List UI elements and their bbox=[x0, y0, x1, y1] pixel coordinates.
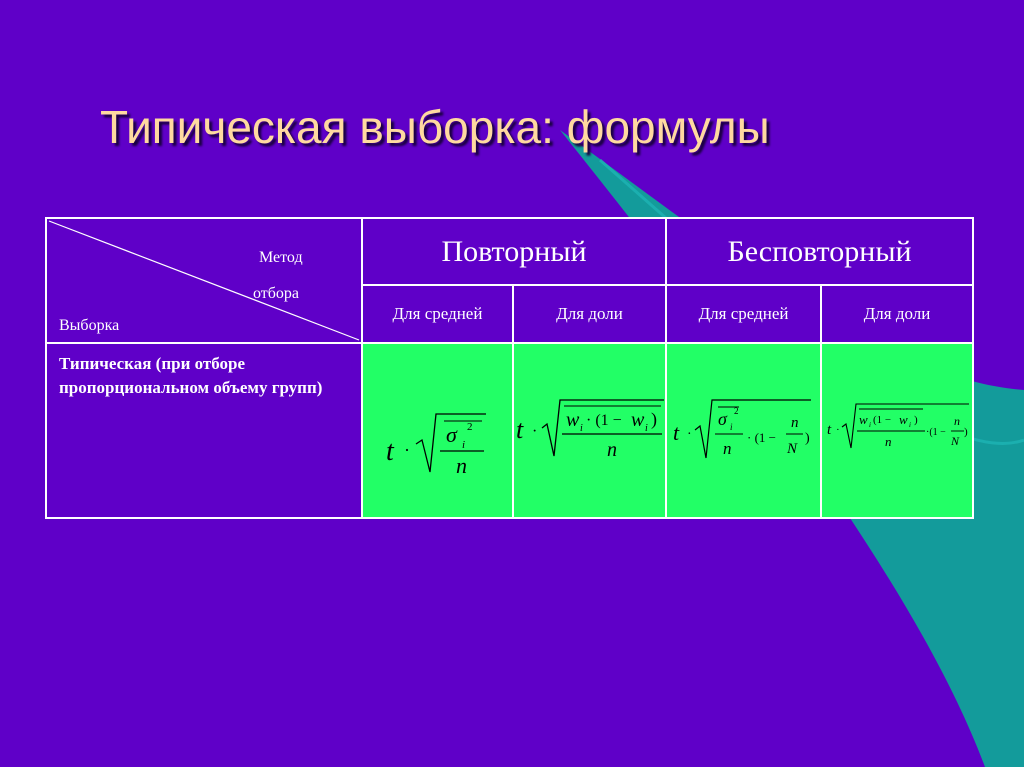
diagonal-divider bbox=[48, 220, 360, 341]
formula-repeated-mean: t · σ i 2 n bbox=[361, 342, 514, 519]
svg-text:n: n bbox=[954, 414, 960, 428]
svg-text:n: n bbox=[791, 415, 799, 431]
svg-text:· (1 −: · (1 − bbox=[747, 430, 776, 445]
svg-text:i: i bbox=[869, 421, 871, 429]
svg-text:): ) bbox=[914, 414, 918, 426]
svg-text:): ) bbox=[651, 409, 657, 430]
formula-repeated-mean-graphic: t · σ i 2 n bbox=[386, 412, 486, 478]
svg-text:t: t bbox=[673, 420, 680, 445]
svg-text:i: i bbox=[462, 439, 465, 451]
formula-nonrepeated-mean: t · σ i 2 n · (1 − n N ) bbox=[665, 342, 823, 519]
corner-header-cell: Метод отбора Выборка bbox=[45, 217, 363, 344]
svg-text:t: t bbox=[516, 415, 524, 444]
svg-text:i: i bbox=[645, 423, 648, 434]
svg-text:w: w bbox=[631, 409, 645, 431]
slide-title: Типическая выборка: формулы bbox=[100, 101, 770, 153]
svg-text:σ: σ bbox=[446, 422, 458, 447]
svg-text:N: N bbox=[786, 441, 798, 457]
svg-text:2: 2 bbox=[734, 406, 739, 416]
svg-text:·: · bbox=[532, 423, 537, 440]
svg-text:·: · bbox=[404, 440, 410, 460]
formula-repeated-share-graphic: t · w i · (1 − w i ) n bbox=[516, 398, 664, 461]
svg-text:N: N bbox=[950, 434, 960, 448]
row-label-typical: Типическая (при отборе пропорциональном … bbox=[45, 342, 363, 519]
svg-text:· (1 −: · (1 − bbox=[586, 412, 622, 429]
svg-text:n: n bbox=[456, 453, 467, 478]
svg-text:w: w bbox=[899, 412, 908, 427]
svg-text:n: n bbox=[885, 434, 892, 449]
svg-text:i: i bbox=[580, 423, 583, 434]
group-header-repeated: Повторный bbox=[360, 216, 668, 287]
corner-label-sample: Выборка bbox=[59, 317, 120, 334]
formula-nonrepeated-mean-graphic: t · σ i 2 n · (1 − n N ) bbox=[673, 398, 811, 458]
svg-text:t: t bbox=[827, 422, 832, 438]
formula-nonrepeated-share-graphic: t · w i (1 − w i ) n ·(1 − n N ) bbox=[827, 402, 970, 449]
subheader-repeated-share: Для доли bbox=[511, 284, 668, 344]
subheader-repeated-mean: Для средней bbox=[361, 284, 514, 344]
svg-text:t: t bbox=[386, 436, 395, 467]
svg-text:·: · bbox=[687, 427, 692, 442]
svg-text:i: i bbox=[909, 421, 911, 429]
svg-text:2: 2 bbox=[467, 421, 473, 433]
formula-table: Метод отбора Выборка Повторный Бесповтор… bbox=[45, 216, 975, 519]
svg-text:): ) bbox=[964, 426, 968, 438]
subheader-nonrepeated-share: Для доли bbox=[820, 284, 975, 344]
corner-label-selection: отбора bbox=[253, 285, 300, 302]
svg-text:w: w bbox=[566, 409, 580, 431]
svg-text:n: n bbox=[723, 439, 732, 458]
group-header-nonrepeated: Бесповторный bbox=[665, 216, 975, 287]
svg-text:n: n bbox=[607, 439, 617, 461]
svg-text:w: w bbox=[859, 412, 868, 427]
svg-text:): ) bbox=[805, 431, 810, 446]
subheader-nonrepeated-mean: Для средней bbox=[665, 284, 823, 344]
corner-label-method: Метод bbox=[259, 249, 303, 266]
svg-text:·: · bbox=[836, 424, 840, 436]
svg-text:σ: σ bbox=[718, 409, 728, 429]
formula-nonrepeated-share: t · w i (1 − w i ) n ·(1 − n N ) bbox=[820, 342, 975, 519]
svg-text:(1 −: (1 − bbox=[873, 414, 891, 426]
svg-text:·(1 −: ·(1 − bbox=[926, 427, 946, 438]
formula-repeated-share: t · w i · (1 − w i ) n bbox=[511, 342, 668, 519]
svg-text:i: i bbox=[730, 422, 733, 432]
